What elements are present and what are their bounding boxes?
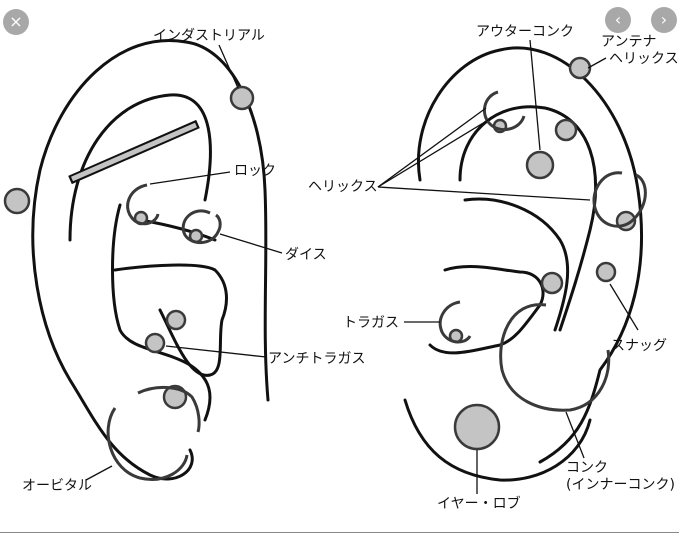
orbital-ring [106,407,189,481]
label-tragus: トラガス [343,315,399,331]
left-ear-outline [31,39,194,481]
right-ear-antihelix [463,197,570,332]
label-antenna-2: ヘリックス [609,51,679,67]
leader-orbital [85,465,113,481]
left-ear-concha [113,263,228,377]
label-orbital: オービタル [22,478,92,494]
label-industrial: インダストリアル [153,28,265,44]
bottom-divider [0,532,679,533]
antitragus-ball-1 [165,309,187,331]
tragus-ring [438,300,472,344]
conch-ring [499,303,611,412]
antitragus-ball-2 [144,332,166,354]
leader-helix-3 [377,186,591,201]
snug-ball [595,261,617,283]
close-icon[interactable]: × [3,9,29,35]
ear-lobe-ball [453,403,501,451]
helix-ring-right [592,171,647,228]
helix-ring-top [482,90,526,132]
label-daith: ダイス [285,247,327,263]
daith-ring [181,209,222,244]
right-ear-inner-rim [458,105,598,332]
leader-rook [149,171,231,185]
industrial-bar-fill [71,122,197,182]
rook-ring [126,183,160,226]
label-snug: スナッグ [611,338,667,354]
label-anti-tragus: アンチトラガス [268,351,366,367]
right-ear-front [417,48,502,182]
leader-industrial [218,44,239,89]
leader-antitragus [165,345,267,358]
label-conch-1: コンク [566,460,608,476]
leader-snug [609,283,639,331]
conch-upper-ball [540,271,564,295]
chevron-left-icon[interactable]: ‹ [605,7,631,33]
outer-conch-ball [554,118,578,142]
leader-outer-conch [529,39,541,151]
label-conch-2: (インナーコンク) [566,477,675,493]
orbital-bar [137,386,201,433]
leader-conch [565,411,585,459]
leader-daith [219,233,283,254]
outer-conch-ball-2 [525,150,555,180]
industrial-ball [229,85,255,111]
label-ear-lobe: イヤー・ロブ [437,496,521,512]
leader-helix-2 [377,113,499,188]
right-ear-outline [498,46,644,464]
label-helix: ヘリックス [308,179,378,195]
left-ear-helix-back [184,40,270,402]
left-ear-crus [138,218,217,242]
leader-antenna [587,57,607,69]
label-antenna-1: アンテナ [601,34,657,50]
antenna-ball [568,56,592,80]
left-edge-ball [3,187,31,215]
right-ear-lobe [403,398,592,482]
label-outer-conch: アウターコンク [476,24,574,40]
leader-helix-1 [377,107,487,188]
left-ear-antihelix [111,203,212,422]
label-rook: ロック [234,163,276,179]
chevron-right-icon[interactable]: › [651,7,677,33]
